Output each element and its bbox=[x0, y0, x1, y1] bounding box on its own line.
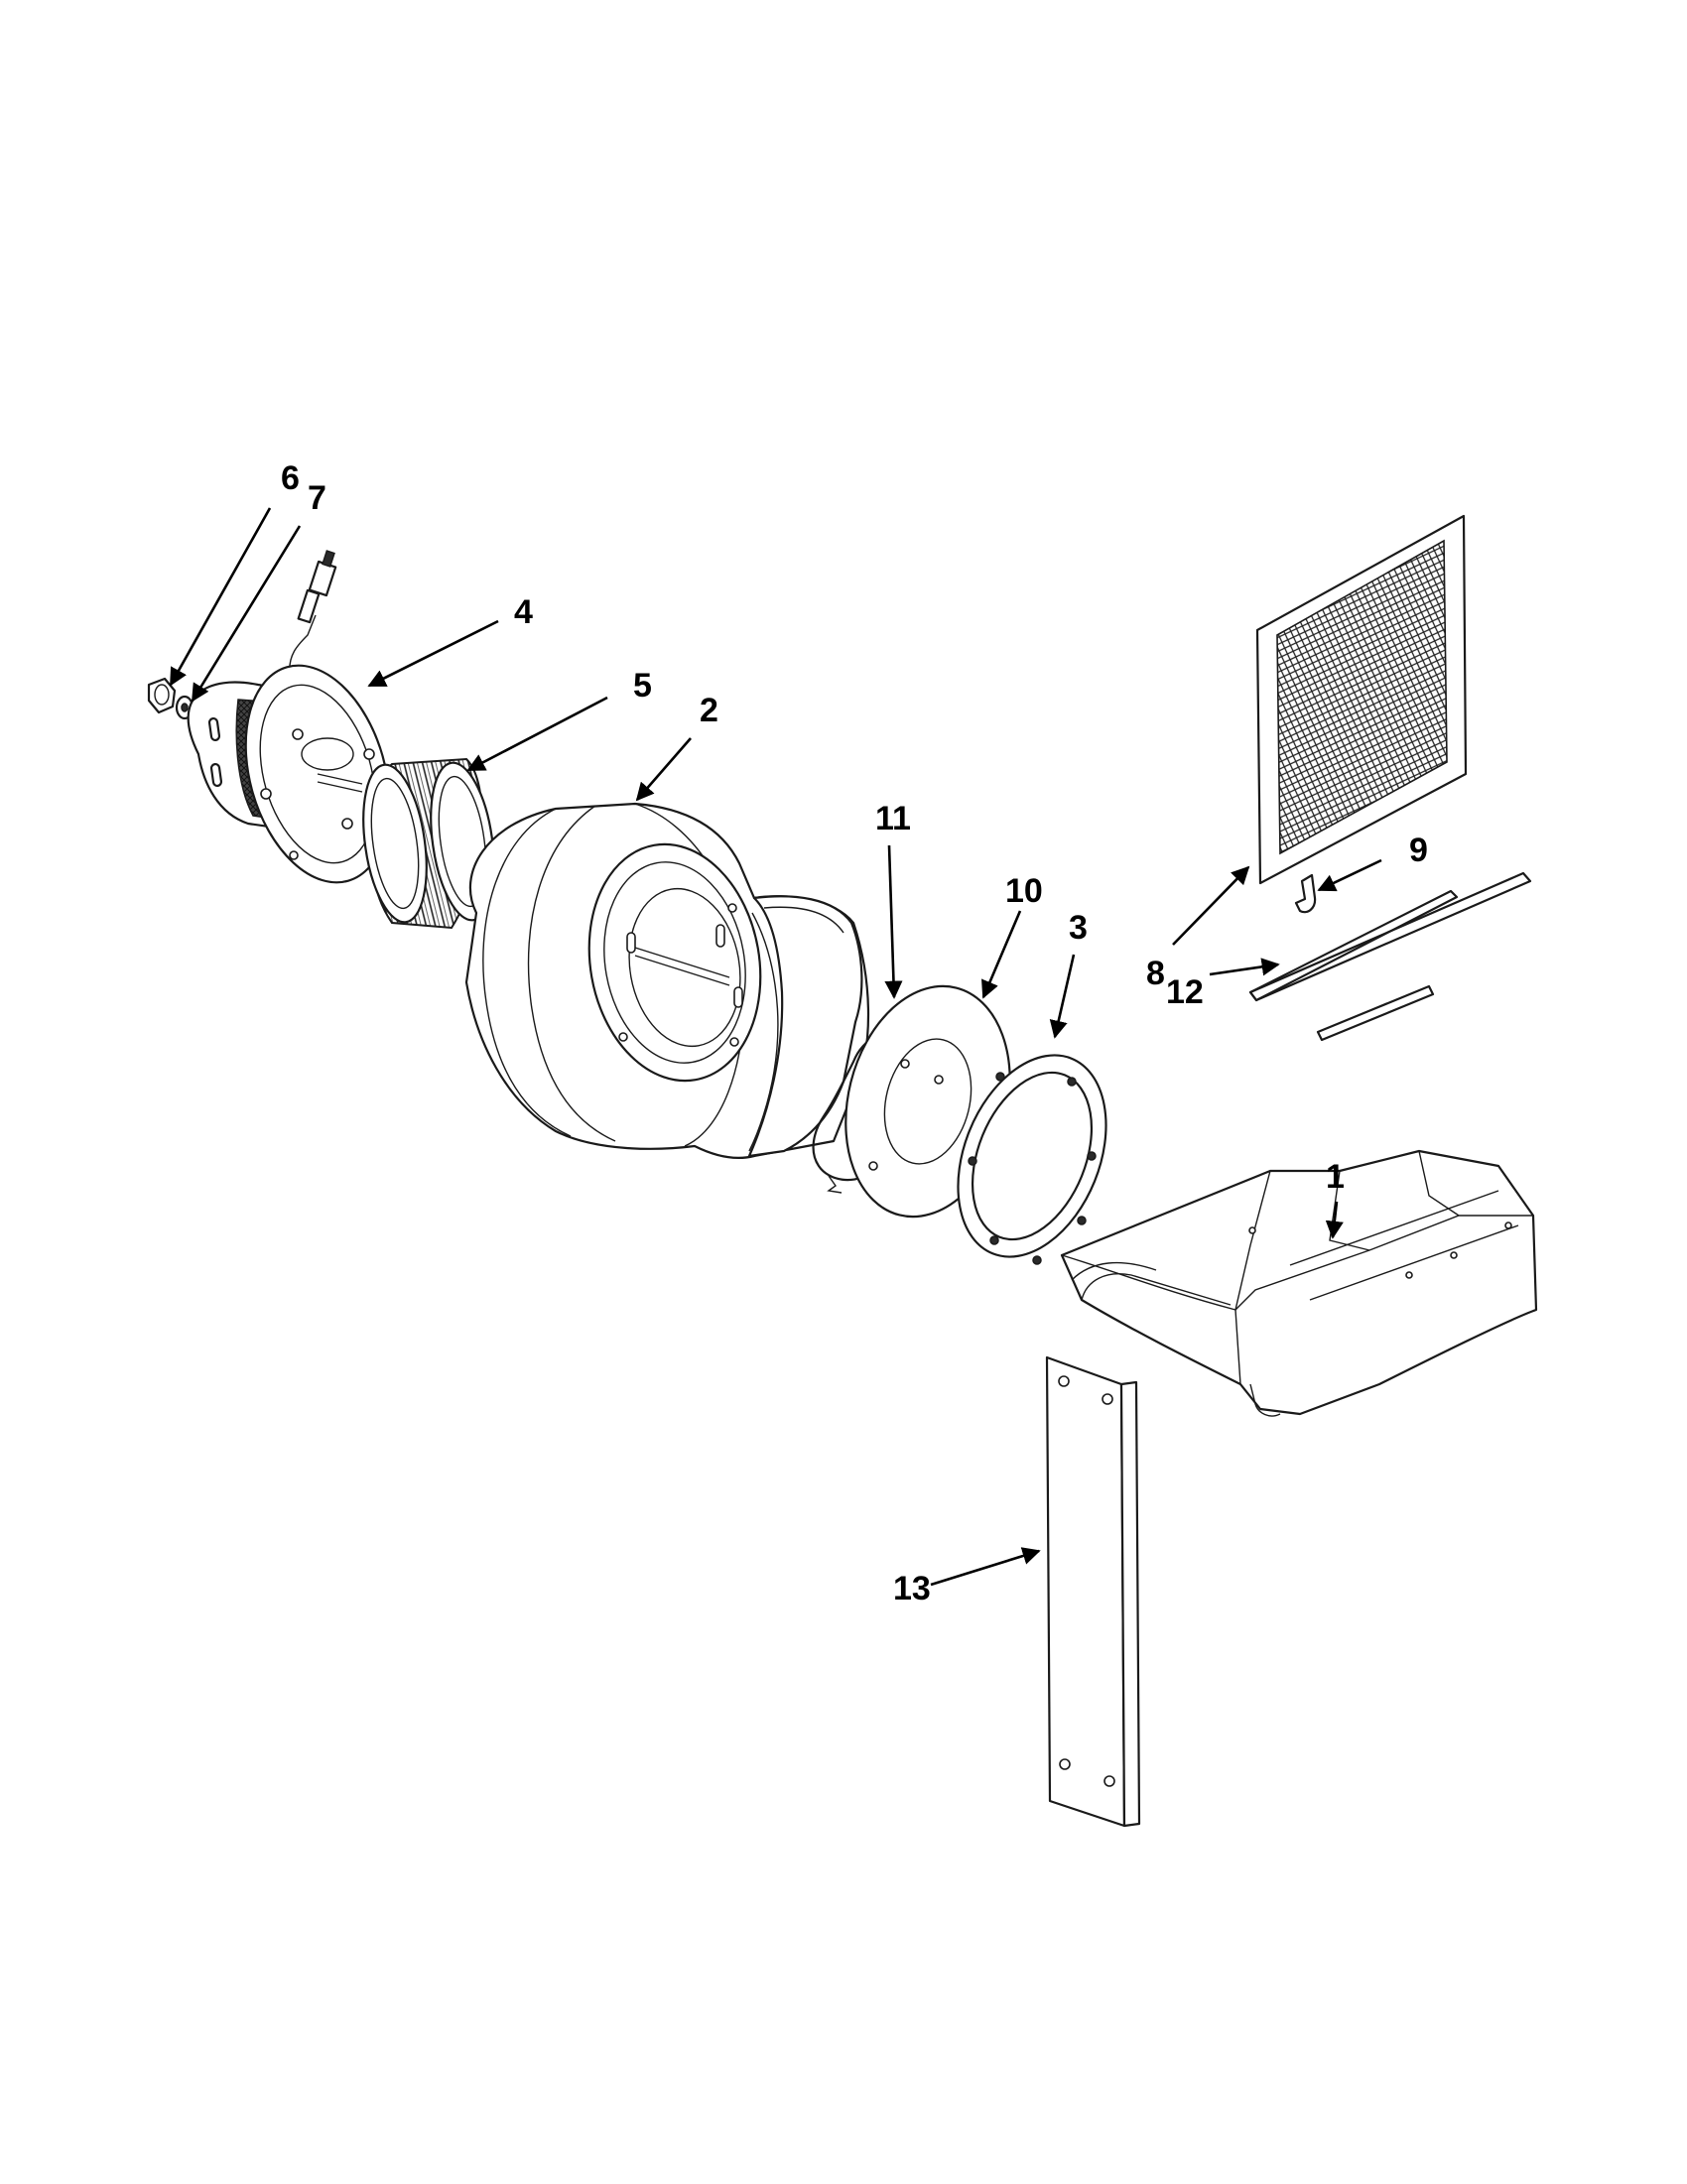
part-8-grille bbox=[1255, 514, 1468, 885]
leader-13 bbox=[930, 1547, 1041, 1587]
callout-4: 4 bbox=[514, 593, 533, 631]
callout-12: 12 bbox=[1166, 973, 1204, 1011]
callout-1: 1 bbox=[1326, 1158, 1345, 1196]
leader-6 bbox=[169, 507, 272, 687]
callout-7: 7 bbox=[308, 479, 326, 517]
part-4-motor bbox=[187, 550, 391, 884]
part-9-clip bbox=[1294, 873, 1317, 914]
callout-10: 10 bbox=[1005, 872, 1043, 910]
part-1-mounting-bracket bbox=[1060, 1149, 1538, 1417]
callout-2: 2 bbox=[700, 692, 718, 729]
part-13-panel bbox=[1045, 1355, 1141, 1828]
leader-7 bbox=[191, 525, 302, 703]
leader-2 bbox=[635, 737, 692, 802]
callout-3: 3 bbox=[1069, 909, 1088, 947]
part-12-seal bbox=[1248, 871, 1532, 1042]
leader-8 bbox=[1172, 865, 1250, 946]
callout-13: 13 bbox=[893, 1570, 931, 1607]
callout-5: 5 bbox=[633, 667, 652, 705]
part-3-gasket bbox=[957, 1054, 1107, 1265]
leader-11 bbox=[884, 844, 903, 999]
callout-9: 9 bbox=[1409, 832, 1428, 869]
leader-10 bbox=[981, 910, 1022, 999]
callout-11: 11 bbox=[875, 800, 911, 837]
part-2-blower-housing bbox=[464, 802, 870, 1160]
leader-5 bbox=[466, 696, 608, 772]
leader-1 bbox=[1325, 1201, 1344, 1239]
callout-6: 6 bbox=[281, 459, 300, 497]
callout-8: 8 bbox=[1146, 955, 1165, 992]
leader-4 bbox=[367, 619, 499, 688]
leader-9 bbox=[1317, 858, 1382, 892]
part-6-nut bbox=[147, 677, 177, 714]
leader-lines bbox=[169, 507, 1382, 1587]
leader-3 bbox=[1049, 954, 1076, 1039]
callout-labels: 6 7 4 5 2 11 10 3 9 8 12 1 13 bbox=[281, 459, 1428, 1607]
leader-12 bbox=[1209, 958, 1280, 976]
